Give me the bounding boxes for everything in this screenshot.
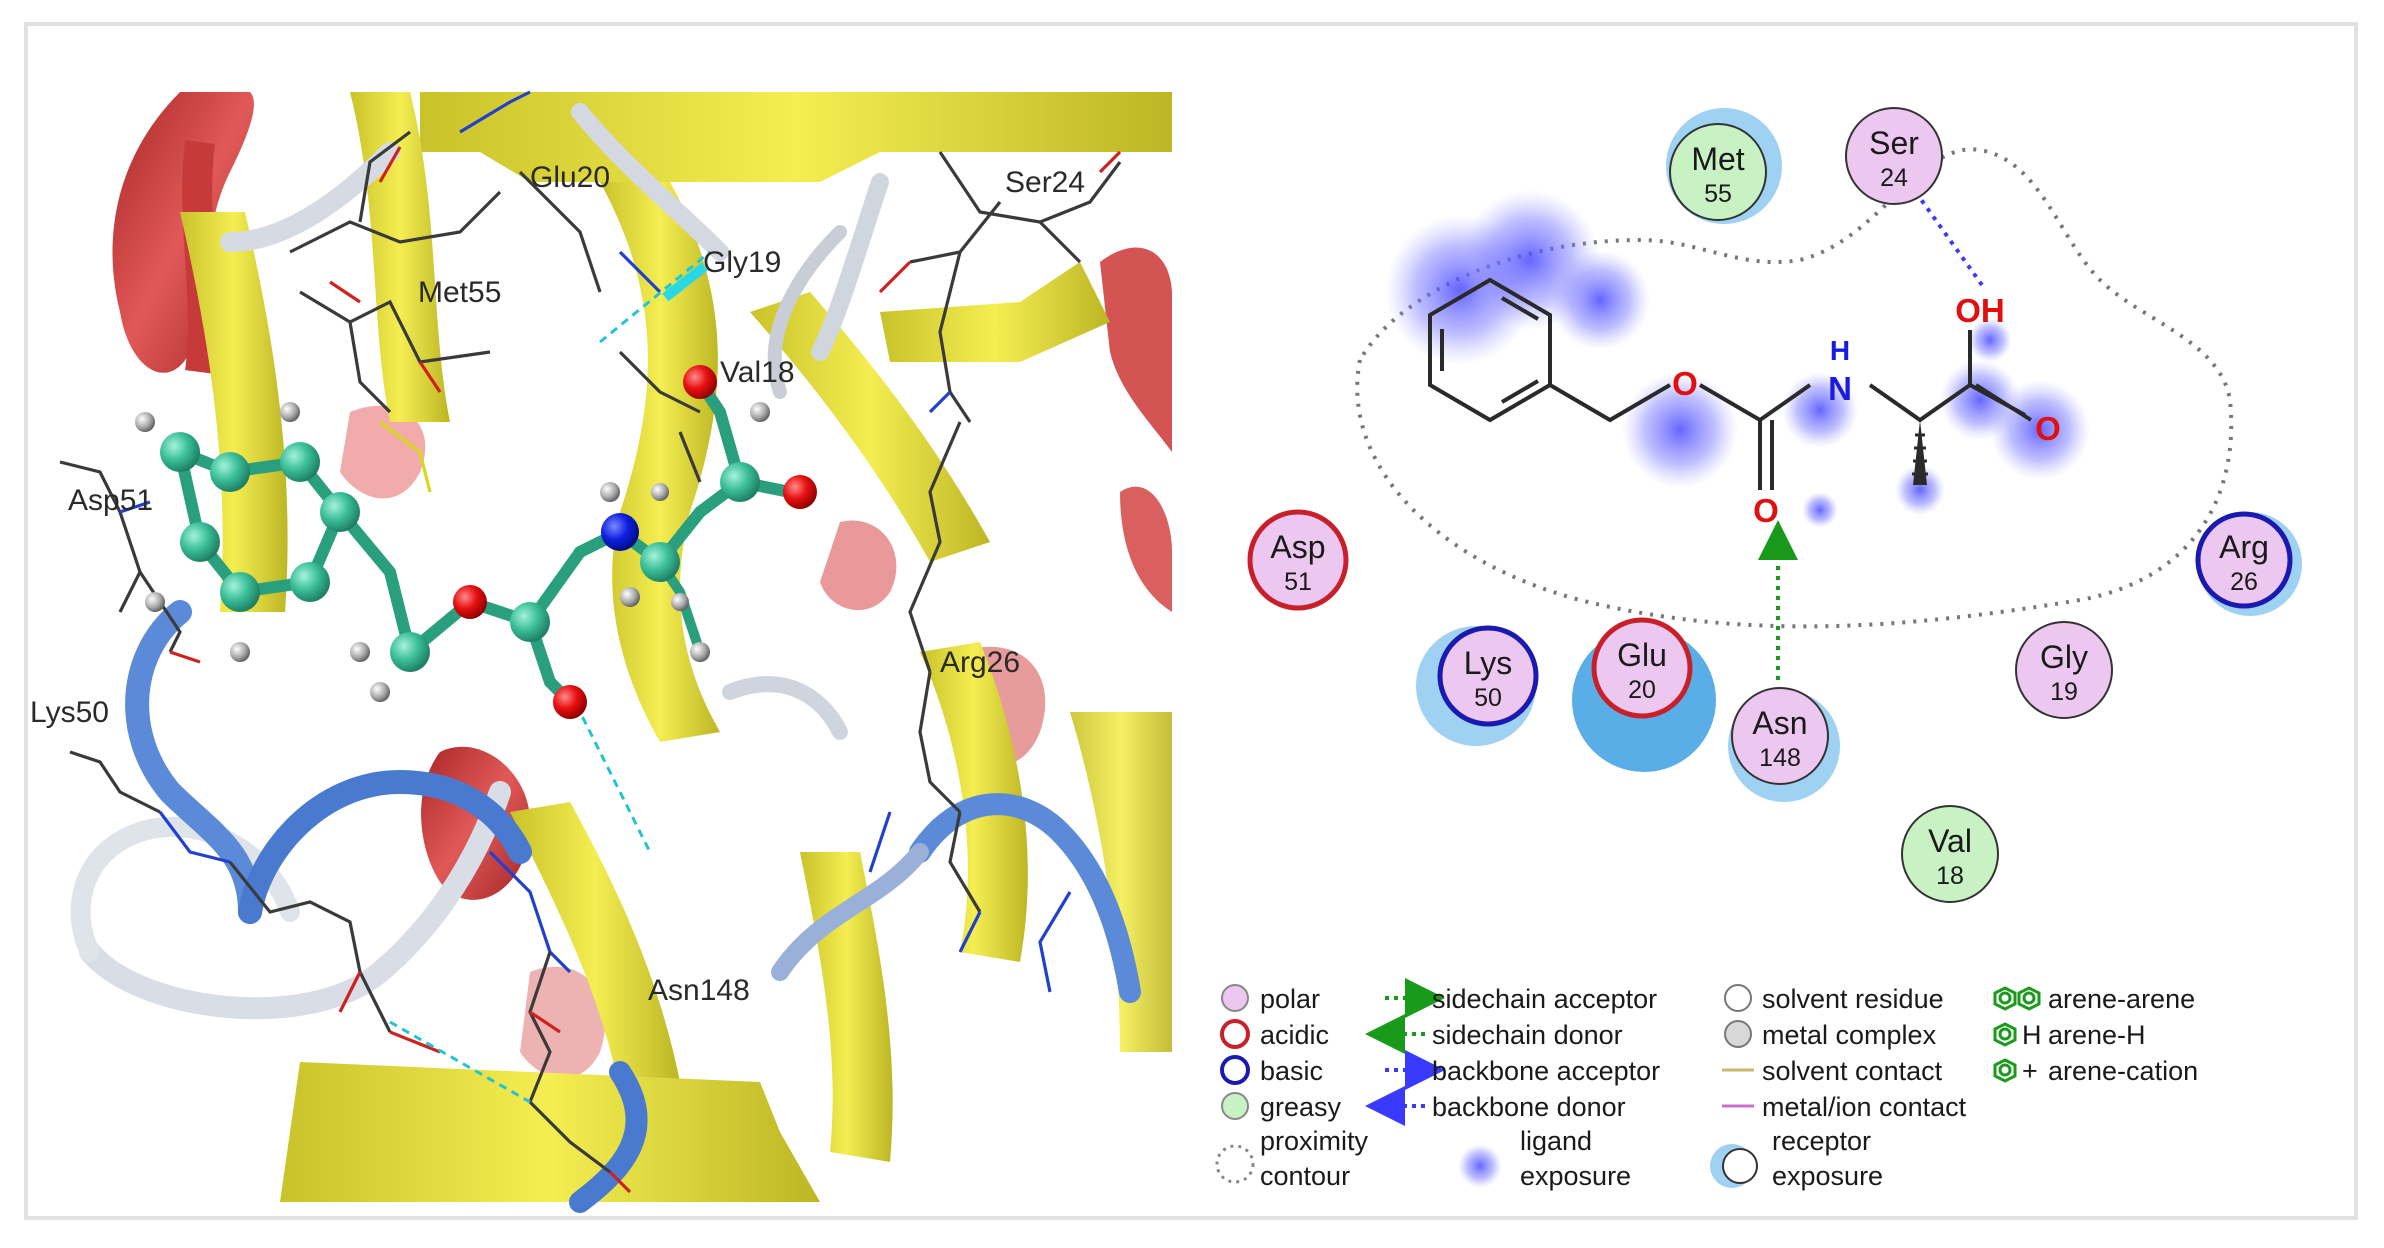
legend-ligand-exposure-swatch [1458,1144,1502,1188]
res-arg26-num: 26 [2230,568,2258,596]
legend: polar acidic basic greasy proximity cont… [1215,978,2198,1191]
legend-arene-cation-swatch [1993,1058,2017,1083]
atom-amide-n: N [1828,370,1852,407]
legend-arene-h: arene-H [2048,1020,2146,1050]
interaction-backbone-acceptor [1888,153,1984,287]
res-glu20-num: 20 [1628,676,1656,704]
legend-acidic: acidic [1260,1020,1329,1050]
hbond-highlight [662,262,708,302]
legend-ligand-exposure-2: exposure [1520,1161,1631,1191]
interaction-map: O O N H OH O Met 55 Ser 24 Asp 51 Arg 26… [1215,107,2302,1191]
res-arg26-name: Arg [2219,529,2269,565]
residue-sticks [59,90,1122,1194]
legend-metal-complex-swatch [1724,1020,1752,1048]
res-ser24-name: Ser [1869,125,1919,161]
res-ser24-num: 24 [1880,164,1908,192]
legend-backbone-acceptor: backbone acceptor [1432,1056,1660,1086]
structure-3d-panel: Glu20 Ser24 Gly19 Met55 Val18 Asp51 Lys5… [30,90,1172,1213]
legend-polar: polar [1260,984,1320,1014]
stereo-wedge [1913,420,1927,485]
legend-metal-complex: metal complex [1762,1020,1937,1050]
res-lys50-name: Lys [1464,645,1513,681]
ligand-atoms [135,365,817,719]
atom-carbonyl-o: O [1753,492,1779,529]
structure-labels: Glu20 Ser24 Gly19 Met55 Val18 Asp51 Lys5… [30,161,1085,1007]
atom-amide-h: H [1830,335,1850,366]
label-ser24: Ser24 [1005,166,1085,199]
label-lys50: Lys50 [30,696,109,729]
sheet-ribbons [180,92,1172,1202]
atom-acid-o: O [2035,410,2061,447]
res-glu20-name: Glu [1617,637,1667,673]
stereo-hash [1912,433,1928,476]
interaction-map-panel: O O N H OH O Met 55 Ser 24 Asp 51 Arg 26… [1180,40,2350,1210]
legend-solvent-residue: solvent residue [1762,984,1944,1014]
legend-greasy: greasy [1260,1092,1342,1122]
legend-proximity-swatch [1215,1144,1255,1184]
label-arg26: Arg26 [940,646,1020,679]
legend-basic-swatch [1220,1055,1250,1085]
legend-proximity-1: proximity [1260,1126,1369,1156]
legend-basic: basic [1260,1056,1323,1086]
label-gly19: Gly19 [703,246,781,279]
res-asp51-num: 51 [1284,568,1312,596]
legend-arene-cation: arene-cation [2048,1056,2198,1086]
legend-arene-h-swatch [1993,1022,2017,1047]
ligand-atom-labels: O O N H OH O [1672,292,2061,529]
legend-acidic-swatch [1220,1019,1250,1049]
ligand-exposure [1385,190,2090,528]
res-val18-name: Val [1928,823,1972,859]
legend-arene-h-glyph: H [2022,1020,2042,1050]
legend-proximity-2: contour [1260,1161,1350,1191]
label-val18: Val18 [720,356,795,389]
legend-sidechain-acceptor: sidechain acceptor [1432,984,1657,1014]
legend-greasy-swatch [1221,1092,1249,1120]
legend-solvent-residue-swatch [1724,984,1752,1012]
label-glu20: Glu20 [530,161,610,194]
atom-hydroxyl: OH [1955,292,2005,329]
res-gly19-name: Gly [2040,639,2088,675]
legend-solvent-contact: solvent contact [1762,1056,1943,1086]
legend-receptor-exposure-1: receptor [1772,1126,1871,1156]
legend-backbone-donor: backbone donor [1432,1092,1626,1122]
legend-metal-ion-contact: metal/ion contact [1762,1092,1967,1122]
ligand-skeleton [1428,277,2033,490]
legend-sidechain-donor: sidechain donor [1432,1020,1623,1050]
res-asn148-num: 148 [1759,744,1801,772]
legend-polar-swatch [1221,984,1249,1012]
structure-3d-view: Glu20 Ser24 Gly19 Met55 Val18 Asp51 Lys5… [30,90,1172,1213]
label-asn148: Asn148 [648,974,750,1007]
label-asp51: Asp51 [68,484,153,517]
legend-arene-arene: arene-arene [2048,984,2195,1014]
res-val18-num: 18 [1936,862,1964,890]
res-met55-num: 55 [1704,180,1732,208]
res-asp51-name: Asp [1270,529,1325,565]
res-lys50-num: 50 [1474,684,1502,712]
residue-discs: Met 55 Ser 24 Asp 51 Arg 26 Lys 50 Glu 2… [1247,107,2302,903]
res-asn148-name: Asn [1752,705,1807,741]
label-met55: Met55 [418,276,501,309]
res-gly19-num: 19 [2050,678,2078,706]
legend-arene-arene-swatch [1993,986,2041,1011]
legend-ligand-exposure-1: ligand [1520,1126,1592,1156]
loop-tubes [70,103,1141,1213]
hbond-dashes [389,250,711,1104]
atom-ester-o: O [1672,365,1698,402]
res-met55-name: Met [1691,141,1744,177]
legend-receptor-exposure-2: exposure [1772,1161,1883,1191]
legend-arene-cation-glyph: + [2022,1056,2038,1086]
